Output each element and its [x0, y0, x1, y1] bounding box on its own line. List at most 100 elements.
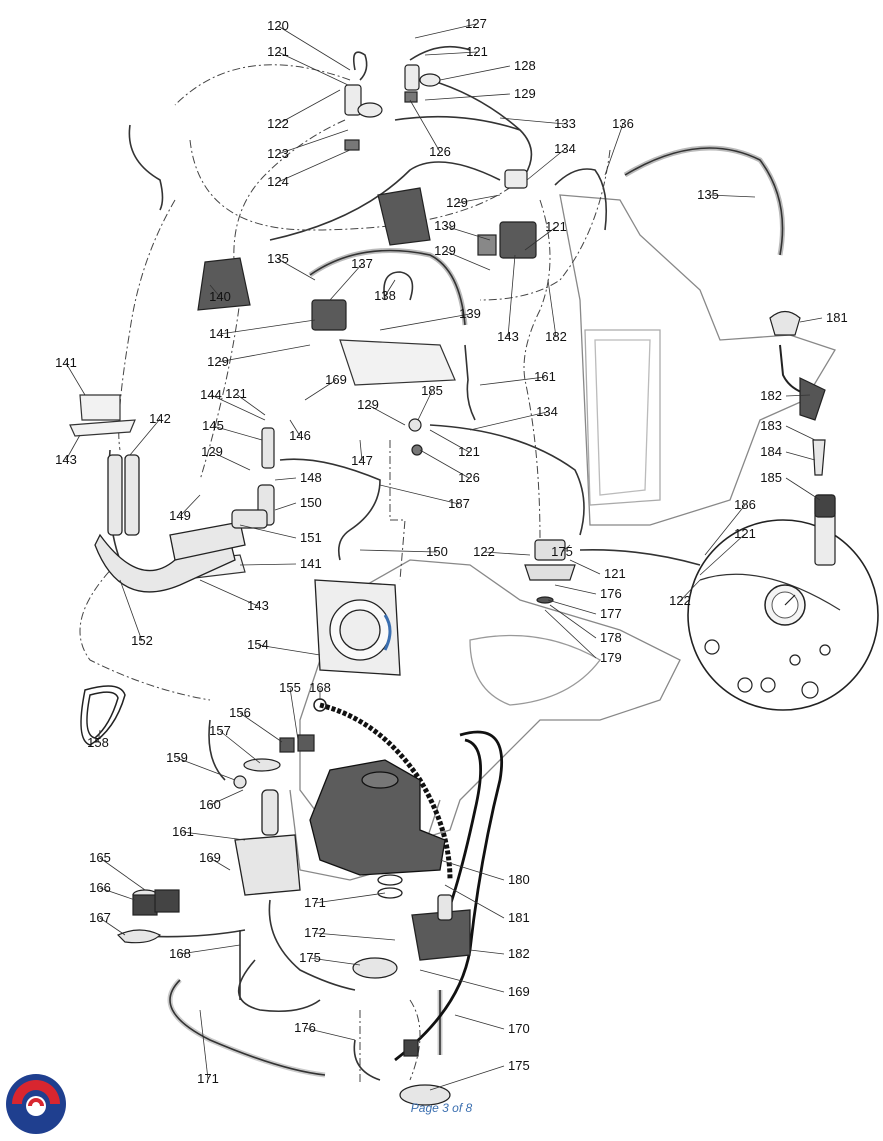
- callout-leader-line: [304, 379, 337, 401]
- callout-leader-line: [379, 313, 471, 331]
- part-number-label: 136: [612, 116, 634, 131]
- part-number-label: 172: [304, 925, 326, 940]
- part-number-label: 176: [600, 586, 622, 601]
- part-number-label: 148: [300, 470, 322, 485]
- part-number-label: 177: [600, 606, 622, 621]
- part-number-label: 139: [459, 306, 481, 321]
- callout-leader-line: [561, 544, 571, 553]
- callout-leader-line: [544, 609, 597, 659]
- part-number-label: 158: [87, 735, 109, 750]
- machine-frame: [289, 194, 836, 881]
- connector-parts: [233, 734, 315, 789]
- callout-leader-line: [699, 533, 746, 576]
- part-number-label: 156: [229, 705, 251, 720]
- part-number-label: 176: [294, 1020, 316, 1035]
- callout-leader-line: [507, 254, 516, 338]
- part-number-label: 168: [309, 680, 331, 695]
- part-number-label: 185: [421, 383, 443, 398]
- part-number-label: 146: [289, 428, 311, 443]
- part-number-label: 160: [199, 797, 221, 812]
- part-number-label: 129: [434, 243, 456, 258]
- part-number-label: 129: [446, 195, 468, 210]
- callout-leader-line: [429, 429, 470, 453]
- part-number-label: 147: [351, 453, 373, 468]
- callout-leader-line: [182, 831, 246, 841]
- callout-leader-line: [569, 559, 601, 575]
- part-number-label: 157: [209, 723, 231, 738]
- part-number-label: 182: [508, 946, 530, 961]
- part-number-label: 143: [55, 452, 77, 467]
- callout-leader-line: [799, 317, 823, 323]
- part-number-label: 141: [209, 326, 231, 341]
- part-number-label: 122: [669, 593, 691, 608]
- callout-leader-line: [469, 411, 548, 431]
- part-number-label: 181: [826, 310, 848, 325]
- callout-leader-line: [277, 149, 351, 183]
- part-number-label: 182: [760, 388, 782, 403]
- callout-leader-line: [257, 644, 321, 656]
- float-parts: [116, 889, 180, 944]
- callout-leader-line: [219, 730, 261, 764]
- part-number-label: 169: [325, 372, 347, 387]
- part-number-label: 137: [351, 256, 373, 271]
- callout-leader-line: [199, 579, 259, 607]
- part-number-label: 121: [545, 219, 567, 234]
- part-number-label: 169: [199, 850, 221, 865]
- part-number-label: 140: [209, 289, 231, 304]
- brew-group: [309, 759, 446, 876]
- part-number-label: 175: [551, 544, 573, 559]
- part-number-label: 159: [166, 750, 188, 765]
- callout-leader-line: [277, 129, 349, 155]
- part-number-label: 169: [508, 984, 530, 999]
- callout-leader-line: [439, 859, 505, 881]
- valve-group-181: [524, 539, 576, 604]
- callout-leader-line: [199, 1009, 209, 1080]
- callout-leader-line: [65, 362, 86, 396]
- callout-leader-line: [547, 599, 597, 615]
- part-number-label: 149: [169, 508, 191, 523]
- part-number-label: 187: [448, 496, 470, 511]
- hoses: [107, 45, 785, 1081]
- callout-leader-line: [359, 439, 363, 462]
- callout-leader-line: [211, 451, 251, 471]
- part-number-label: 166: [89, 880, 111, 895]
- part-number-label: 141: [55, 355, 77, 370]
- part-number-label: 161: [534, 369, 556, 384]
- part-number-label: 141: [300, 556, 322, 571]
- brand-logo: [6, 1074, 66, 1134]
- pressure-gauge-detail: [687, 519, 879, 711]
- part-number-label: 134: [554, 141, 576, 156]
- part-number-label: 126: [429, 144, 451, 159]
- callout-leader-line: [277, 51, 349, 86]
- part-number-label: 123: [267, 146, 289, 161]
- callout-leader-line: [785, 477, 821, 501]
- part-number-label: 165: [89, 850, 111, 865]
- part-number-label: 142: [149, 411, 171, 426]
- callout-leader-line: [424, 93, 511, 101]
- part-number-label: 167: [89, 910, 111, 925]
- callout-leader-line: [384, 279, 396, 297]
- part-number-label: 129: [207, 354, 229, 369]
- part-number-label: 133: [554, 116, 576, 131]
- callout-leader-line: [99, 917, 126, 936]
- callout-leader-line: [785, 451, 816, 461]
- part-number-label: 128: [514, 58, 536, 73]
- callout-leader-line: [499, 117, 566, 125]
- callout-leader-line: [704, 504, 746, 556]
- callout-leader-line: [367, 404, 406, 426]
- part-number-label: 126: [458, 470, 480, 485]
- callout-leader-line: [419, 969, 505, 993]
- flowmeters: [352, 957, 451, 1106]
- assembly-lines: [79, 64, 611, 1085]
- part-number-label: 143: [497, 329, 519, 344]
- part-number-label: 121: [466, 44, 488, 59]
- steam-wand-parts: [769, 310, 836, 566]
- page-number: Page 3 of 8: [410, 1101, 473, 1115]
- part-number-label: 121: [458, 444, 480, 459]
- part-number-label: 175: [508, 1058, 530, 1073]
- part-number-label: 139: [434, 218, 456, 233]
- callout-leader-line: [314, 892, 386, 904]
- callout-leader-line: [409, 99, 441, 153]
- pump-and-motor: [234, 789, 471, 961]
- part-number-label: 129: [357, 397, 379, 412]
